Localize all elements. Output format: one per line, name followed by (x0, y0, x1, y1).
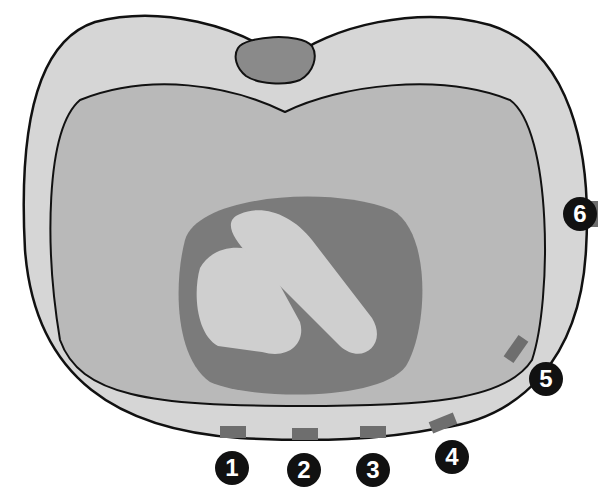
callout-text: 5 (539, 367, 552, 391)
callout-text: 4 (445, 445, 458, 469)
electrode (220, 426, 246, 438)
electrode (360, 426, 386, 438)
electrodes (220, 201, 598, 440)
callout-text: 2 (297, 458, 310, 482)
electrode (504, 335, 529, 363)
callout-number: 5 (529, 362, 563, 396)
heart (179, 197, 423, 395)
callout-number: 3 (356, 453, 390, 487)
callout-number: 1 (215, 451, 249, 485)
callout-text: 1 (225, 456, 238, 480)
thoracic-cavity (50, 84, 545, 406)
callout-number: 4 (435, 440, 469, 474)
callout-text: 6 (573, 202, 586, 226)
callout-number: 2 (287, 453, 321, 487)
callout-text: 3 (366, 458, 379, 482)
electrode (292, 428, 318, 440)
callout-number: 6 (563, 197, 597, 231)
vertebra (236, 37, 315, 83)
body-wall (24, 16, 587, 440)
left-ventricle (231, 210, 377, 354)
electrode (429, 413, 458, 434)
